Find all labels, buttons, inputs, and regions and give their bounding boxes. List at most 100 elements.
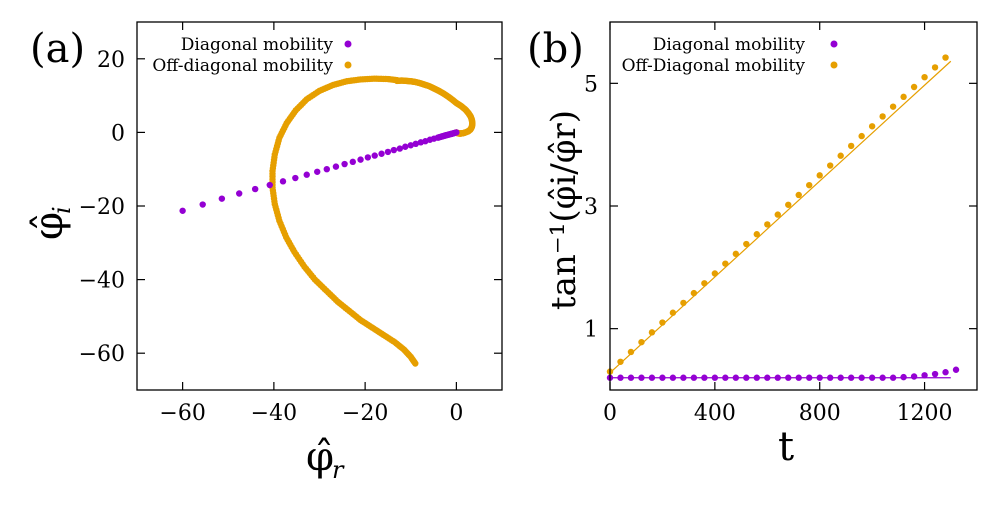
legend-a-offdiagonal-label: Off-diagonal mobility	[152, 56, 333, 76]
diagonal-point-b	[638, 374, 645, 381]
diagonal-point-b	[816, 374, 823, 381]
panel-a-ylabel-main: φ̂	[26, 212, 72, 240]
diagonal-point-b	[774, 374, 781, 381]
offdiagonal-point-b	[638, 338, 645, 346]
diagonal-point-b	[921, 372, 928, 379]
offdiagonal-point-b	[879, 113, 886, 120]
diagonal-point-a	[371, 152, 378, 159]
offdiagonal-point-b	[659, 319, 666, 326]
x-tick-label: 800	[799, 401, 841, 426]
diagonal-point-b	[900, 373, 907, 381]
y-tick-label: −20	[79, 195, 125, 220]
legend-b-diagonal-label: Diagonal mobility	[653, 35, 806, 55]
x-tick-label: −40	[251, 401, 297, 426]
offdiagonal-point-b	[795, 191, 802, 199]
diagonal-point-b	[952, 366, 960, 373]
offdiagonal-point-b	[889, 103, 897, 110]
offdiagonal-point-b	[868, 123, 876, 130]
y-tick-label: −40	[79, 269, 125, 294]
panel-b-ylabel: tan⁻¹(φ̂i/φ̂r)	[544, 110, 584, 310]
diagonal-point-a	[349, 158, 357, 166]
diagonal-point-a	[452, 129, 459, 136]
offdiagonal-point-b	[900, 93, 907, 101]
diagonal-point-b	[806, 374, 813, 381]
offdiagonal-point-b	[921, 74, 928, 81]
panel-a-frame	[136, 21, 503, 391]
panel-a-xlabel: φ̂ r	[306, 434, 345, 484]
diagonal-point-a	[292, 174, 299, 182]
panel-b-plot-area	[606, 54, 960, 381]
diagonal-point-b	[659, 374, 666, 381]
legend-a-diagonal-marker	[344, 40, 352, 48]
offdiagonal-point-b	[806, 181, 813, 189]
diagonal-point-b	[764, 374, 771, 381]
diagonal-point-a	[266, 181, 273, 189]
diagonal-point-b	[858, 374, 865, 381]
x-tick-label: 0	[603, 401, 617, 426]
diagonal-point-a	[384, 148, 392, 156]
diagonal-point-a	[332, 163, 340, 170]
y-tick-label: 5	[584, 72, 598, 97]
offdiagonal-point-b	[617, 358, 624, 365]
offdiagonal-point-b	[847, 142, 855, 150]
diagonal-point-b	[743, 374, 750, 381]
offdiagonal-point-b	[680, 299, 687, 307]
diagonal-point-b	[690, 374, 698, 381]
diagonal-point-a	[390, 146, 398, 154]
fit-line	[609, 60, 952, 374]
panel-a-xlabel-main: φ̂	[306, 434, 334, 480]
panel-b-label: (b)	[527, 26, 584, 72]
diagonal-point-a	[323, 166, 330, 173]
diagonal-point-a	[364, 154, 372, 161]
legend-b-offdiagonal-marker	[830, 61, 838, 69]
diagonal-point-b	[753, 374, 760, 381]
legend-b-diagonal-marker	[830, 40, 838, 48]
offdiagonal-point-b	[701, 280, 708, 287]
diagonal-point-b	[648, 374, 656, 381]
offdiagonal-point-b	[764, 221, 771, 228]
diagonal-point-b	[868, 374, 876, 381]
x-tick-label: 0	[449, 401, 463, 426]
offdiagonal-point-b	[732, 250, 740, 258]
diagonal-point-a	[279, 178, 287, 185]
offdiagonal-point-b	[743, 240, 750, 248]
y-tick-label: 20	[97, 48, 125, 73]
offdiagonal-point-b	[931, 64, 939, 71]
offdiagonal-point-b	[774, 211, 781, 218]
diagonal-point-b	[701, 374, 708, 381]
offdiagonal-point-b	[753, 231, 760, 238]
y-tick-label: 3	[584, 195, 598, 220]
diagonal-point-b	[942, 369, 949, 376]
offdiagonal-point-b	[711, 270, 719, 277]
diagonal-point-b	[931, 370, 939, 378]
diagonal-point-b	[732, 374, 740, 381]
x-tick-label: −20	[342, 401, 388, 426]
panel-a-ylabel: φ̂ i	[26, 206, 76, 240]
y-tick-label: −60	[79, 342, 125, 367]
panel-a-legend: Diagonal mobility Off-diagonal mobility	[152, 35, 352, 76]
diagonal-point-b	[795, 374, 802, 381]
diagonal-point-a	[199, 201, 206, 208]
diagonal-point-a	[303, 171, 310, 178]
x-tick-label: 1200	[897, 401, 953, 426]
diagonal-point-b	[827, 374, 834, 381]
panel-a-ylabel-sub: i	[48, 206, 76, 214]
diagonal-point-b	[879, 374, 886, 381]
legend-a-offdiagonal-marker	[344, 61, 352, 69]
diagonal-point-a	[251, 185, 259, 193]
x-tick-label: −60	[159, 401, 205, 426]
y-tick-label: 1	[584, 318, 598, 343]
offdiagonal-point-b	[669, 309, 677, 316]
diagonal-point-b	[889, 374, 897, 381]
offdiagonal-point-b	[827, 162, 834, 169]
diagonal-point-b	[837, 374, 844, 381]
panel-a-xlabel-sub: r	[332, 456, 345, 484]
panel-b-legend: Diagonal mobility Off-Diagonal mobility	[622, 35, 838, 76]
offdiagonal-point-b	[690, 289, 698, 297]
diagonal-point-a	[236, 190, 243, 197]
offdiagonal-point-b	[722, 260, 729, 267]
diagonal-point-b	[910, 373, 918, 380]
